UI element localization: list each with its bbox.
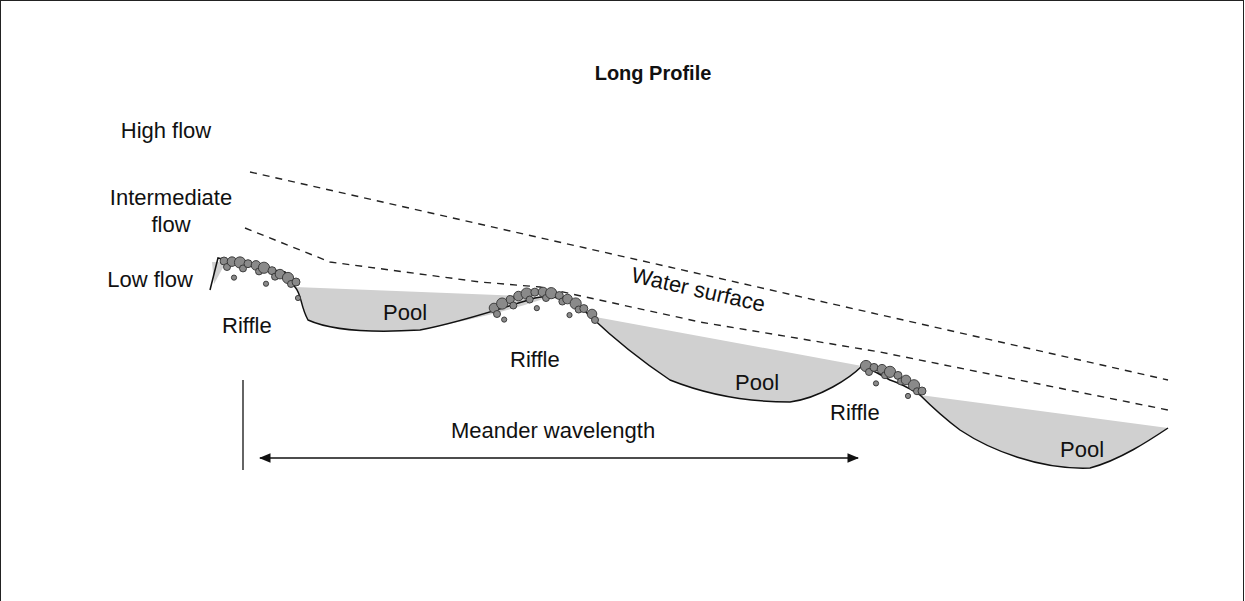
stone bbox=[870, 363, 878, 371]
stone bbox=[546, 288, 557, 299]
intermediate-flow-surface bbox=[245, 228, 1168, 410]
flow-level-label: High flow bbox=[121, 118, 211, 143]
stone bbox=[502, 317, 507, 322]
pool-water bbox=[920, 395, 1168, 468]
riffle-label: Riffle bbox=[222, 313, 272, 338]
stone bbox=[263, 281, 268, 286]
stone bbox=[231, 275, 236, 280]
stone bbox=[244, 260, 252, 268]
pool-water bbox=[590, 316, 862, 402]
stone bbox=[510, 302, 517, 309]
pool-label: Pool bbox=[735, 370, 779, 395]
dimension-label: Meander wavelength bbox=[451, 418, 655, 443]
stone bbox=[295, 295, 300, 300]
wavelength-arrow bbox=[260, 457, 858, 458]
riffle-label: Riffle bbox=[830, 400, 880, 425]
flow-level-label: Intermediate flow bbox=[91, 184, 251, 238]
channel-bed bbox=[210, 258, 1168, 468]
wavelength-tick bbox=[242, 380, 243, 470]
stone bbox=[526, 296, 533, 303]
stone bbox=[494, 311, 501, 318]
stone bbox=[873, 381, 878, 386]
pool-label: Pool bbox=[383, 300, 427, 325]
stone bbox=[567, 312, 572, 317]
pool-water bbox=[295, 287, 548, 331]
stone bbox=[580, 305, 588, 313]
stone bbox=[292, 278, 300, 286]
riffle-label: Riffle bbox=[510, 347, 560, 372]
pool-label: Pool bbox=[1060, 437, 1104, 462]
stone bbox=[918, 387, 926, 395]
diagram-title: Long Profile bbox=[595, 62, 712, 85]
high-flow-surface bbox=[250, 172, 1168, 380]
riffle-stones bbox=[220, 257, 926, 399]
stone bbox=[534, 306, 539, 311]
stone bbox=[592, 317, 599, 324]
stone bbox=[531, 288, 539, 296]
stone bbox=[905, 393, 910, 398]
flow-level-label: Low flow bbox=[107, 267, 193, 292]
surface-label: Water surface bbox=[629, 262, 767, 317]
